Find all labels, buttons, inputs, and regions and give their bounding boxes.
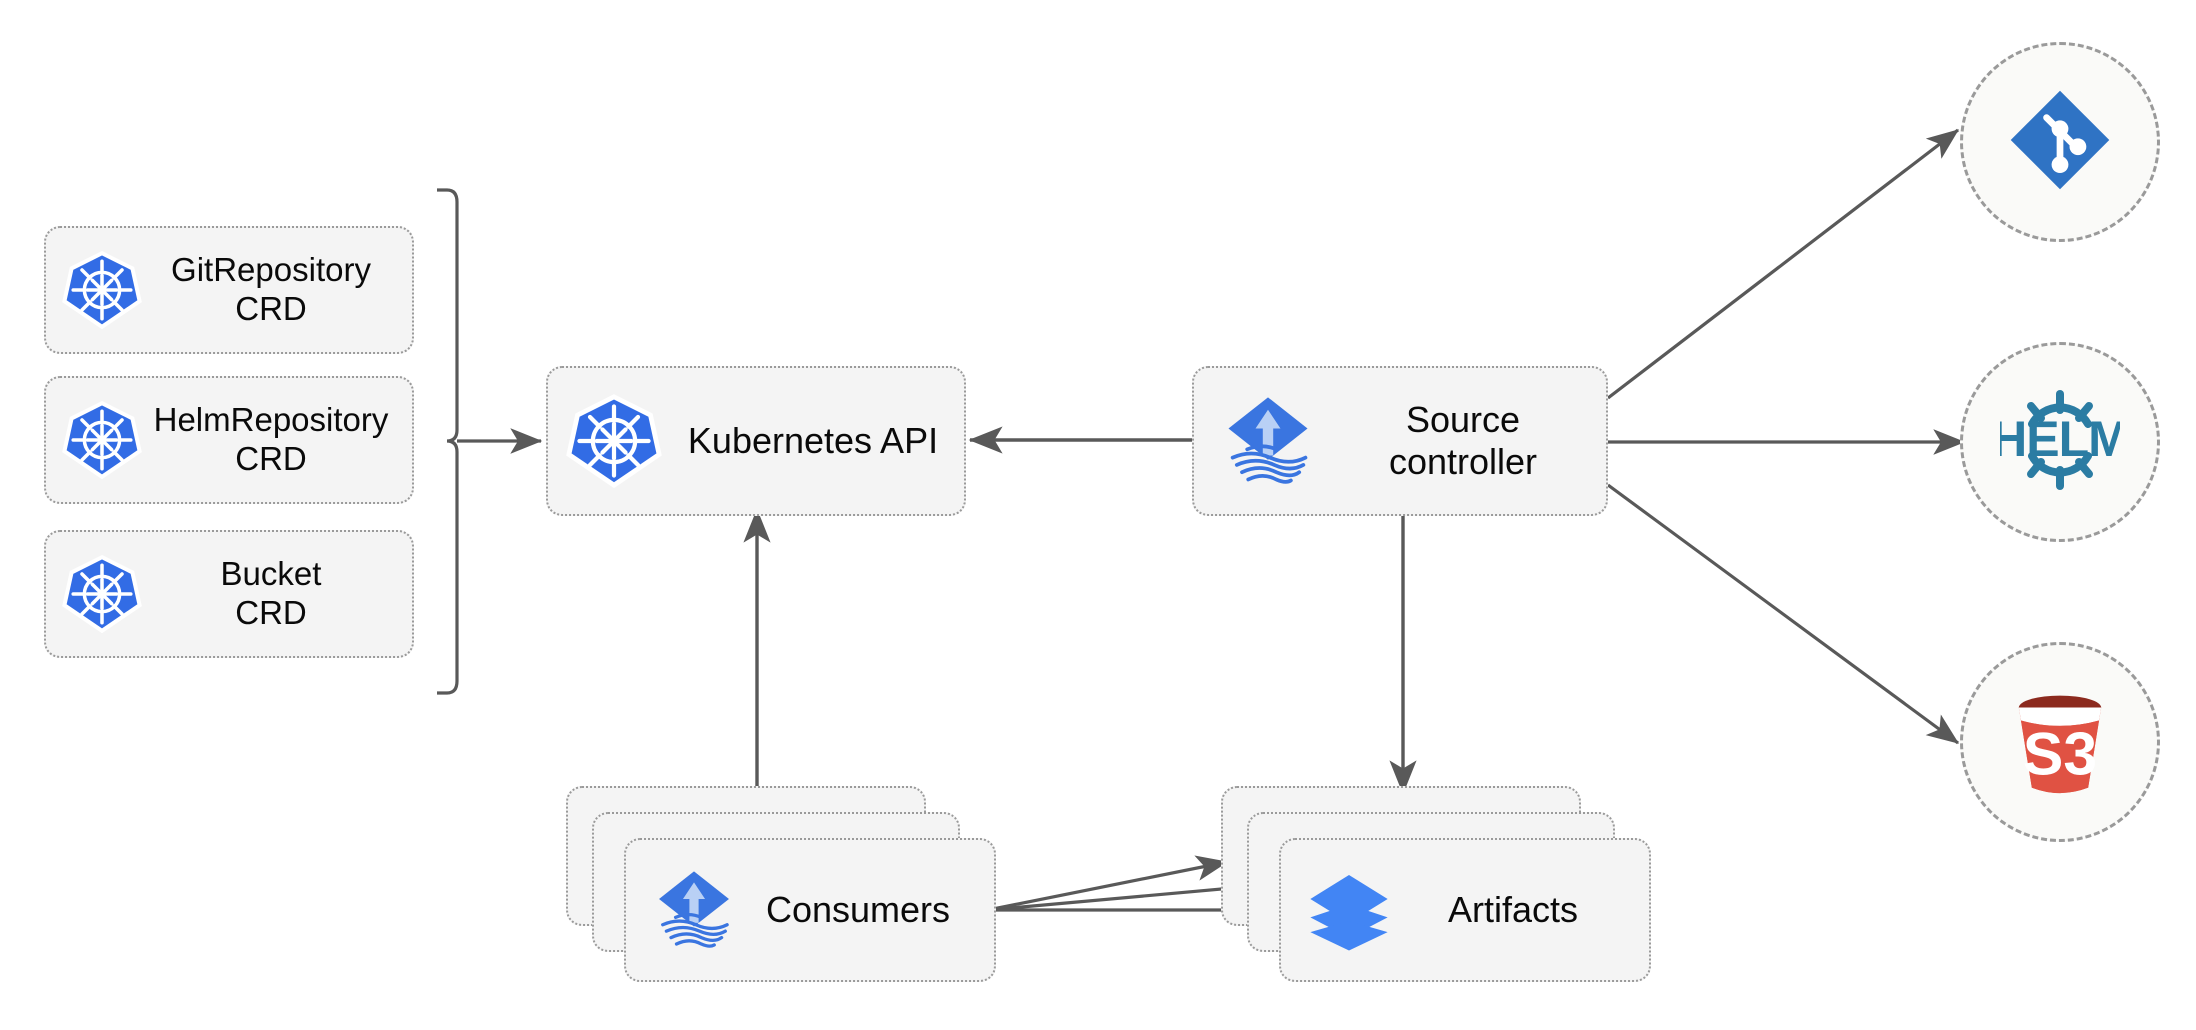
s3-bucket-icon: S3 xyxy=(1995,675,2125,810)
node-source-controller[interactable]: Source controller xyxy=(1192,366,1608,516)
crd-card-bucket[interactable]: Bucket CRD xyxy=(44,530,414,658)
crd-card-helmrepository[interactable]: HelmRepository CRD xyxy=(44,376,414,504)
node-label: Artifacts xyxy=(1447,889,1579,930)
stack-sheet-front: Consumers xyxy=(624,838,996,982)
helm-label: HELM xyxy=(2000,411,2120,467)
edge-source-to-git xyxy=(1607,128,1960,400)
kubernetes-icon xyxy=(566,393,662,489)
node-consumers[interactable]: Consumers xyxy=(566,786,996,982)
git-icon xyxy=(2004,84,2116,201)
node-kubernetes-api[interactable]: Kubernetes API xyxy=(546,366,966,516)
stack-sheet-front: Artifacts xyxy=(1279,838,1651,982)
s3-label: S3 xyxy=(2023,719,2097,787)
edge-source-to-s3 xyxy=(1607,483,1960,745)
edge-consumers-to-artifacts-1 xyxy=(987,855,1229,912)
node-label: Source controller xyxy=(1388,398,1538,482)
node-label: Kubernetes API xyxy=(687,419,939,461)
kubernetes-icon xyxy=(62,400,142,480)
source-circle-s3[interactable]: S3 xyxy=(1960,642,2160,842)
crd-card-label: HelmRepository CRD xyxy=(153,401,389,477)
node-artifacts[interactable]: Artifacts xyxy=(1221,786,1651,982)
helm-icon: HELM xyxy=(1991,380,2130,505)
flux-source-icon xyxy=(648,864,740,956)
crd-group-bracket xyxy=(437,188,459,695)
kubernetes-icon xyxy=(62,250,142,330)
layers-icon xyxy=(1303,864,1395,956)
kubernetes-icon xyxy=(62,554,142,634)
node-label: Consumers xyxy=(765,889,951,930)
crd-card-gitrepository[interactable]: GitRepository CRD xyxy=(44,226,414,354)
source-circle-git[interactable] xyxy=(1960,42,2160,242)
source-circle-helm[interactable]: HELM xyxy=(1960,342,2160,542)
edge-consumers-to-artifacts-2 xyxy=(987,876,1257,912)
flux-source-icon xyxy=(1216,389,1320,493)
crd-card-label: Bucket CRD xyxy=(220,555,322,631)
crd-card-label: GitRepository CRD xyxy=(171,251,371,327)
